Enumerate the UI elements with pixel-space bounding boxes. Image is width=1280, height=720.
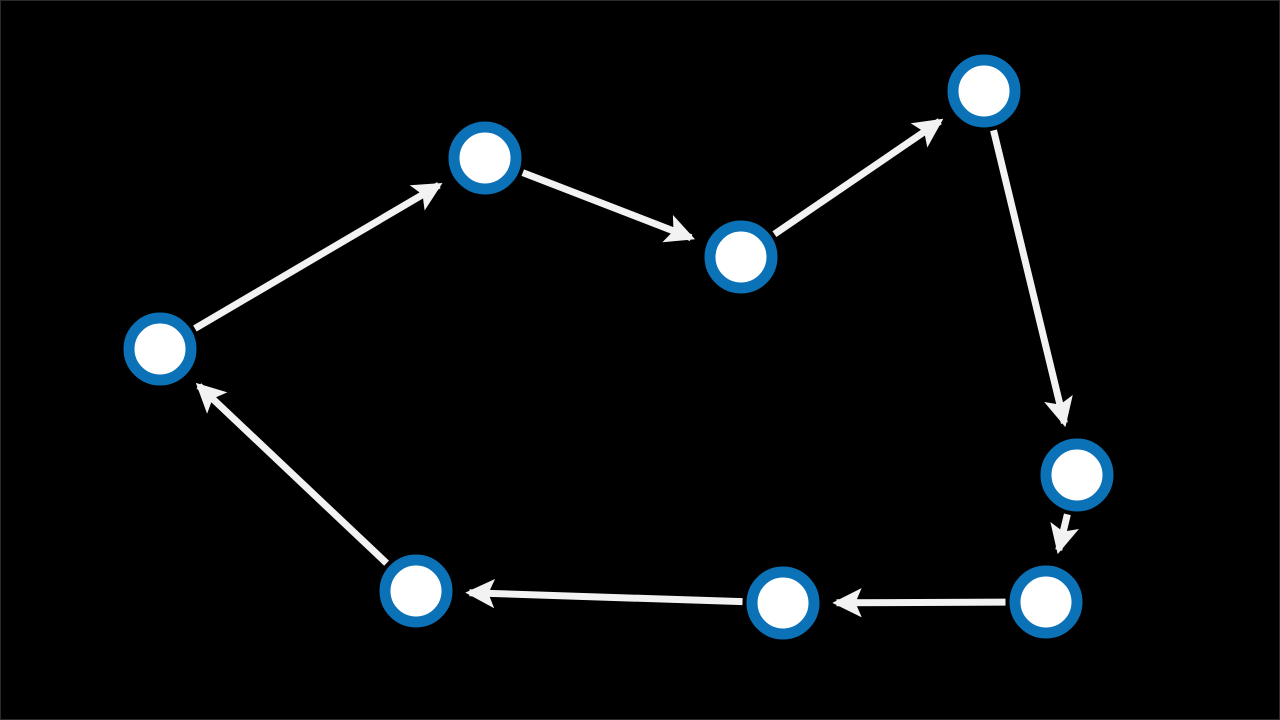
graph-edge: [772, 118, 944, 238]
node-layer: [123, 54, 1114, 640]
graph-edge: [832, 588, 1006, 618]
graph-node[interactable]: [379, 554, 453, 628]
graph-node[interactable]: [448, 121, 522, 195]
graph-node[interactable]: [1009, 565, 1083, 639]
graph-node[interactable]: [746, 566, 820, 640]
graph-node[interactable]: [704, 220, 778, 294]
graph-edge: [193, 182, 443, 332]
graph-edge: [990, 129, 1073, 428]
graph-edge: [521, 169, 696, 243]
graph-node[interactable]: [947, 54, 1021, 128]
edge-layer: [193, 118, 1079, 618]
graph-node[interactable]: [123, 312, 197, 386]
graph-edge: [195, 382, 389, 566]
graph-node[interactable]: [1040, 438, 1114, 512]
graph-edge: [465, 578, 743, 609]
graph-edge: [1050, 513, 1079, 555]
